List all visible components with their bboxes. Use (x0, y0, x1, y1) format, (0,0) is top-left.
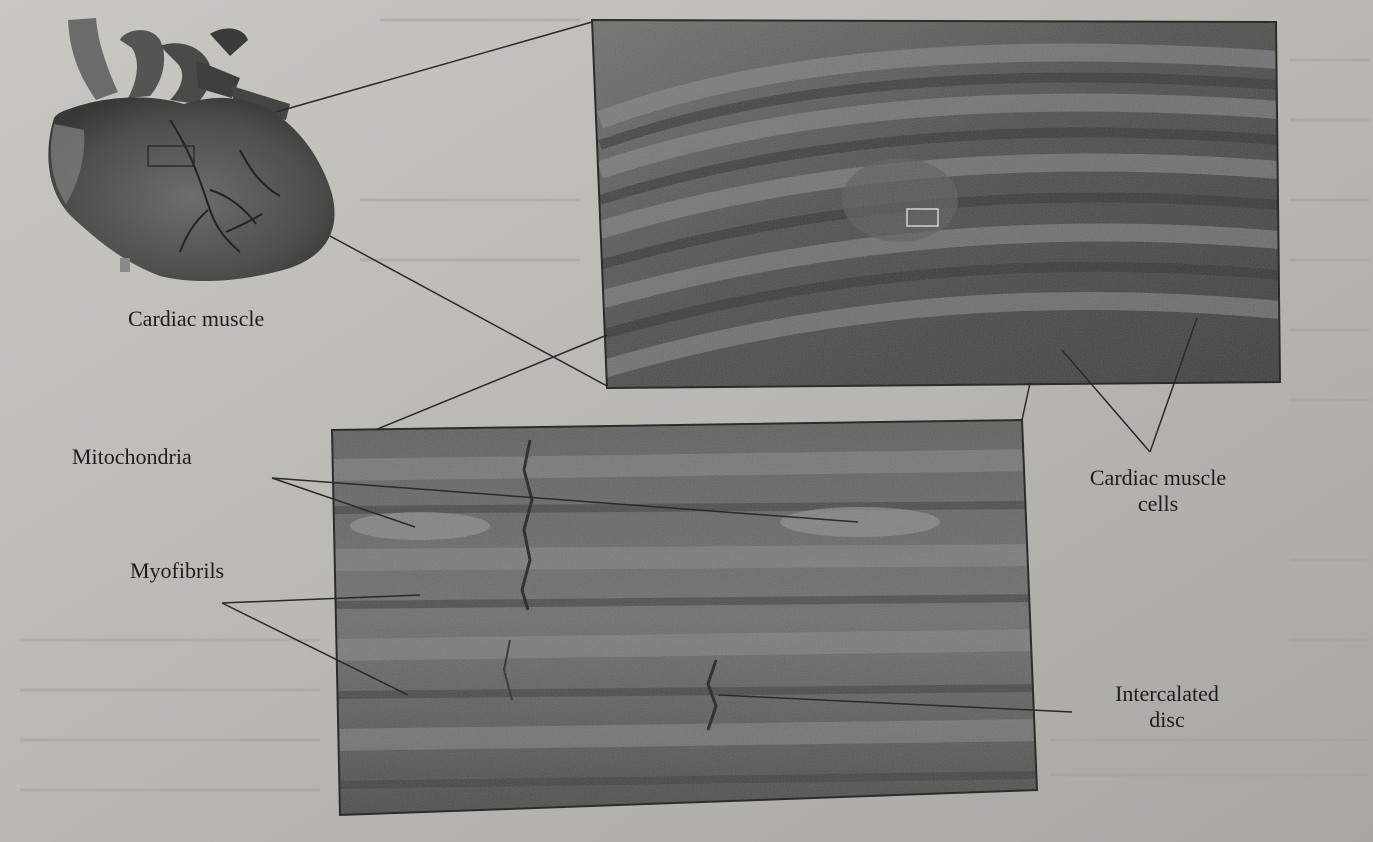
disc-label-line1: Intercalated (1074, 681, 1260, 707)
intercalated-disc-label: Intercalated disc (1074, 681, 1260, 733)
heart-label: Cardiac muscle (128, 306, 264, 332)
cells-micrograph (590, 18, 1284, 390)
mitochondria-label: Mitochondria (72, 444, 192, 470)
myofibrils-label: Myofibrils (130, 558, 224, 584)
cells-label-line2: cells (1040, 491, 1276, 517)
cardiac-muscle-cells-label: Cardiac muscle cells (1040, 465, 1276, 517)
disc-label-line2: disc (1074, 707, 1260, 733)
cells-label-line1: Cardiac muscle (1040, 465, 1276, 491)
fibers-micrograph (330, 418, 1040, 818)
